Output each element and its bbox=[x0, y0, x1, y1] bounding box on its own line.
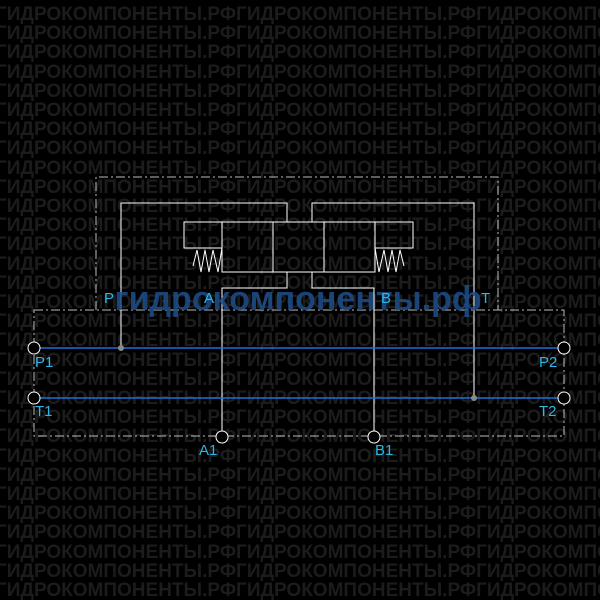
watermark-row: ГИДРОКОМПОНЕНТЫ.РФГИДРОКОМПОНЕНТЫ.РФГИДР… bbox=[0, 580, 600, 600]
port-label-a1: A1 bbox=[199, 442, 217, 459]
watermark-row: ГИДРОКОМПОНЕНТЫ.РФГИДРОКОМПОНЕНТЫ.РФГИДР… bbox=[0, 484, 600, 505]
watermark-row: ГИДРОКОМПОНЕНТЫ.РФГИДРОКОМПОНЕНТЫ.РФГИДР… bbox=[0, 215, 600, 237]
port-label-a: A bbox=[204, 290, 214, 307]
port-t1-circle bbox=[27, 391, 41, 405]
valve-envelope-right-actuator bbox=[374, 221, 414, 249]
watermark-row: ГИДРОКОМПОНЕНТЫ.РФГИДРОКОМПОНЕНТЫ.РФГИДР… bbox=[0, 522, 600, 544]
port-label-p: P bbox=[104, 290, 114, 307]
port-label-t2: T2 bbox=[539, 403, 557, 420]
watermark-row: ГИДРОКОМПОНЕНТЫ.РФГИДРОКОМПОНЕНТЫ.РФГИДР… bbox=[0, 253, 600, 275]
watermark-row: ГИДРОКОМПОНЕНТЫ.РФГИДРОКОМПОНЕНТЫ.РФГИДР… bbox=[0, 234, 600, 256]
port-label-t: T bbox=[481, 290, 490, 307]
valve-dashed-outline bbox=[95, 176, 499, 310]
port-p1-circle bbox=[27, 341, 41, 355]
watermark-row: ГИДРОКОМПОНЕНТЫ.РФГИДРОКОМПОНЕНТЫ.РФГИДР… bbox=[0, 541, 600, 563]
watermark-row: ГИДРОКОМПОНЕНТЫ.РФГИДРОКОМПОНЕНТЫ.РФГИДР… bbox=[0, 426, 600, 448]
valve-envelope-left-actuator bbox=[183, 221, 223, 249]
watermark-row: ГИДРОКОМПОНЕНТЫ.РФГИДРОКОМПОНЕНТЫ.РФГИДР… bbox=[0, 407, 600, 429]
watermark-row: ГИДРОКОМПОНЕНТЫ.РФГИДРОКОМПОНЕНТЫ.РФГИДР… bbox=[0, 138, 600, 160]
port-p2-circle bbox=[557, 341, 571, 355]
watermark-row: ГИДРОКОМПОНЕНТЫ.РФГИДРОКОМПОНЕНТЫ.РФГИДР… bbox=[0, 272, 600, 294]
watermark-row: ГИДРОКОМПОНЕНТЫ.РФГИДРОКОМПОНЕНТЫ.РФГИДР… bbox=[0, 349, 600, 371]
watermark-row: ГИДРОКОМПОНЕНТЫ.РФГИДРОКОМПОНЕНТЫ.РФГИДР… bbox=[0, 196, 600, 217]
subplate-dashed-outline bbox=[33, 309, 565, 437]
line-b bbox=[311, 272, 375, 431]
spring-right-icon bbox=[374, 247, 405, 273]
watermark-row: ГИДРОКОМПОНЕНТЫ.РФГИДРОКОМПОНЕНТЫ.РФГИДР… bbox=[0, 157, 600, 179]
watermark-row: ГИДРОКОМПОНЕНТЫ.РФГИДРОКОМПОНЕНТЫ.РФГИДР… bbox=[0, 330, 600, 352]
port-label-p1: P1 bbox=[35, 354, 53, 371]
port-label-p2: P2 bbox=[539, 354, 557, 371]
line-a bbox=[221, 272, 288, 431]
watermark-row: ГИДРОКОМПОНЕНТЫ.РФГИДРОКОМПОНЕНТЫ.РФГИДР… bbox=[0, 292, 600, 313]
watermark-row: ГИДРОКОМПОНЕНТЫ.РФГИДРОКОМПОНЕНТЫ.РФГИДР… bbox=[0, 560, 600, 582]
valve-envelope-left bbox=[221, 221, 274, 273]
watermark-row: ГИДРОКОМПОНЕНТЫ.РФГИДРОКОМПОНЕНТЫ.РФГИДР… bbox=[0, 23, 600, 45]
watermark-row: ГИДРОКОМПОНЕНТЫ.РФГИДРОКОМПОНЕНТЫ.РФГИДР… bbox=[0, 80, 600, 102]
watermark-row: ГИДРОКОМПОНЕНТЫ.РФГИДРОКОМПОНЕНТЫ.РФГИДР… bbox=[0, 176, 600, 198]
watermark-row: ГИДРОКОМПОНЕНТЫ.РФГИДРОКОМПОНЕНТЫ.РФГИДР… bbox=[0, 100, 600, 121]
watermark-row: ГИДРОКОМПОНЕНТЫ.РФГИДРОКОМПОНЕНТЫ.РФГИДР… bbox=[0, 61, 600, 83]
junction-p bbox=[118, 345, 124, 351]
watermark-row: ГИДРОКОМПОНЕНТЫ.РФГИДРОКОМПОНЕНТЫ.РФГИДР… bbox=[0, 311, 600, 333]
watermark-row: ГИДРОКОМПОНЕНТЫ.РФГИДРОКОМПОНЕНТЫ.РФГИДР… bbox=[0, 4, 600, 25]
line-p bbox=[120, 202, 288, 348]
watermark-row: ГИДРОКОМПОНЕНТЫ.РФГИДРОКОМПОНЕНТЫ.РФГИДР… bbox=[0, 119, 600, 141]
spring-left-icon bbox=[192, 247, 223, 273]
watermark-row: ГИДРОКОМПОНЕНТЫ.РФГИДРОКОМПОНЕНТЫ.РФГИДР… bbox=[0, 503, 600, 525]
watermark-row: ГИДРОКОМПОНЕНТЫ.РФГИДРОКОМПОНЕНТЫ.РФГИДР… bbox=[0, 445, 600, 467]
valve-envelope-right bbox=[323, 221, 376, 273]
watermark-row: ГИДРОКОМПОНЕНТЫ.РФГИДРОКОМПОНЕНТЫ.РФГИДР… bbox=[0, 464, 600, 486]
watermark-row: ГИДРОКОМПОНЕНТЫ.РФГИДРОКОМПОНЕНТЫ.РФГИДР… bbox=[0, 42, 600, 64]
line-t bbox=[311, 202, 475, 398]
junction-t bbox=[471, 395, 477, 401]
port-label-t1: T1 bbox=[35, 403, 53, 420]
port-t2-circle bbox=[557, 391, 571, 405]
valve-envelope-center bbox=[272, 221, 325, 273]
center-watermark: гидрокомпоненты.рф bbox=[114, 280, 481, 318]
port-label-b1: B1 bbox=[375, 442, 393, 459]
port-a1-circle bbox=[215, 430, 229, 444]
port-label-b: B bbox=[381, 290, 391, 307]
watermark-row: ГИДРОКОМПОНЕНТЫ.РФГИДРОКОМПОНЕНТЫ.РФГИДР… bbox=[0, 368, 600, 390]
port-b1-circle bbox=[367, 430, 381, 444]
